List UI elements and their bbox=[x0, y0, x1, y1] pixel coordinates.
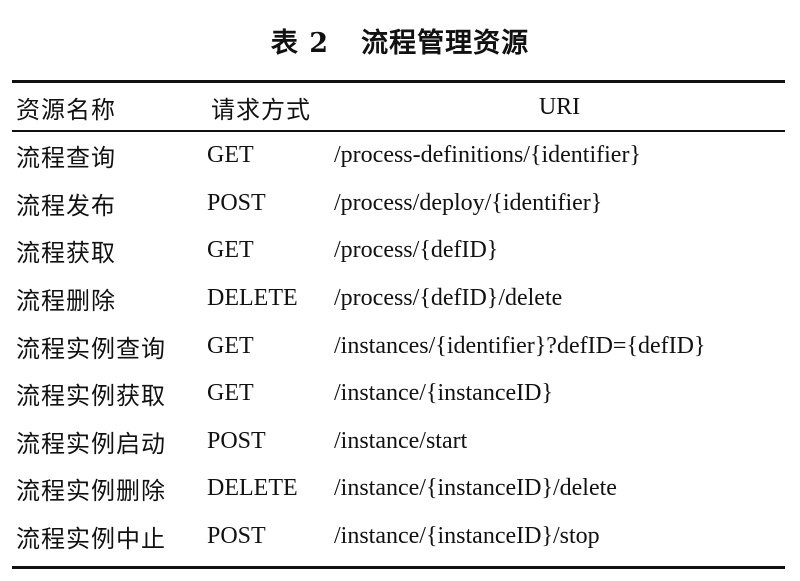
resource-name: 流程实例启动 bbox=[16, 429, 166, 458]
resource-name: 流程获取 bbox=[16, 239, 116, 268]
resource-uri: /instance/{instanceID}/delete bbox=[334, 475, 617, 502]
request-method: GET bbox=[207, 380, 254, 407]
header-uri: URI bbox=[538, 94, 581, 120]
resource-name: 流程实例删除 bbox=[16, 477, 166, 506]
request-method: GET bbox=[207, 237, 254, 264]
table-caption: 表 2 流程管理资源 bbox=[0, 26, 800, 62]
request-method: GET bbox=[207, 332, 254, 359]
request-method: POST bbox=[207, 523, 266, 550]
table-row: 流程实例删除 DELETE /instance/{instanceID}/del… bbox=[12, 465, 785, 513]
resource-uri: /instance/{instanceID}/stop bbox=[334, 523, 600, 550]
resource-uri: /process/{defID} bbox=[334, 237, 499, 264]
table-row: 流程发布 POST /process/deploy/{identifier} bbox=[12, 180, 785, 228]
table-row: 流程实例查询 GET /instances/{identifier}?defID… bbox=[12, 322, 785, 370]
table-row: 流程实例中止 POST /instance/{instanceID}/stop bbox=[12, 513, 785, 561]
resource-uri: /instance/start bbox=[334, 427, 468, 454]
resource-name: 流程实例查询 bbox=[16, 334, 166, 363]
resource-name: 流程删除 bbox=[16, 287, 116, 316]
table-row: 流程删除 DELETE /process/{defID}/delete bbox=[12, 275, 785, 323]
bottom-rule bbox=[12, 566, 785, 569]
table-row: 流程获取 GET /process/{defID} bbox=[12, 227, 785, 275]
resource-uri: /instances/{identifier}?defID={defID} bbox=[334, 332, 706, 359]
request-method: DELETE bbox=[207, 475, 298, 502]
top-rule bbox=[12, 80, 785, 83]
table-row: 流程实例获取 GET /instance/{instanceID} bbox=[12, 370, 785, 418]
request-method: POST bbox=[207, 189, 266, 216]
request-method: POST bbox=[207, 427, 266, 454]
resource-uri: /process/deploy/{identifier} bbox=[334, 189, 603, 216]
header-resource-name: 资源名称 bbox=[16, 96, 116, 124]
table-row: 流程查询 GET /process-definitions/{identifie… bbox=[12, 132, 785, 180]
resource-table: 资源名称 请求方式 URI 流程查询 GET /process-definiti… bbox=[12, 83, 785, 560]
header-request-method: 请求方式 bbox=[211, 96, 311, 124]
request-method: DELETE bbox=[207, 285, 298, 312]
table-title: 流程管理资源 bbox=[361, 28, 530, 59]
header-rule bbox=[12, 130, 785, 132]
table-row: 流程实例启动 POST /instance/start bbox=[12, 418, 785, 466]
resource-name: 流程实例获取 bbox=[16, 382, 166, 411]
resource-name: 流程发布 bbox=[16, 191, 116, 220]
table-number: 表 2 bbox=[270, 28, 330, 59]
resource-uri: /process/{defID}/delete bbox=[334, 285, 563, 312]
resource-name: 流程实例中止 bbox=[16, 525, 166, 554]
resource-uri: /instance/{instanceID} bbox=[334, 380, 553, 407]
resource-name: 流程查询 bbox=[16, 144, 116, 173]
request-method: GET bbox=[207, 142, 254, 169]
resource-uri: /process-definitions/{identifier} bbox=[334, 142, 641, 169]
header-row: 资源名称 请求方式 URI bbox=[12, 83, 785, 132]
